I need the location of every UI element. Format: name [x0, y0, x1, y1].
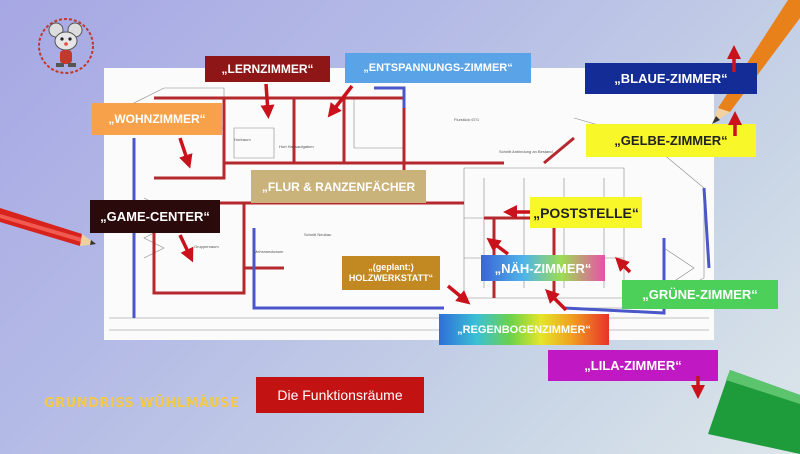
svg-text:Hort Hausaufgaben: Hort Hausaufgaben: [279, 144, 314, 149]
footer-title: Die Funktionsräume: [256, 377, 424, 413]
label-poststelle: „POSTSTELLE“: [530, 197, 642, 228]
label-holzwerkstatt: „(geplant:) HOLZWERKSTATT“: [342, 256, 440, 290]
svg-text:Hortraum: Hortraum: [234, 137, 251, 142]
footer-caption: GRUNDRISS WÜHLMÄUSE: [44, 396, 240, 411]
label-entspannungs-zimmer: „ENTSPANNUNGS-ZIMMER“: [345, 53, 531, 83]
label-lila-zimmer: „LILA-ZIMMER“: [548, 350, 718, 381]
label-regenbogenzimmer: „REGENBOGENZIMMER“: [439, 314, 609, 345]
label-gelbe-zimmer: „GELBE-ZIMMER“: [586, 124, 756, 157]
label-lernzimmer: „LERNZIMMER“: [205, 56, 330, 82]
svg-text:Gruppenraum: Gruppenraum: [194, 244, 219, 249]
svg-text:Flurstück 67/1: Flurstück 67/1: [454, 117, 480, 122]
label-flur-ranzenfaecher: „FLUR & RANZENFÄCHER: [251, 170, 426, 203]
svg-text:Schnitt Neubau: Schnitt Neubau: [304, 232, 331, 237]
label-blaue-zimmer: „BLAUE-ZIMMER“: [585, 63, 757, 94]
svg-text:Schnitt Anbindung an Bestand: Schnitt Anbindung an Bestand: [499, 149, 553, 154]
label-game-center: „GAME-CENTER“: [90, 200, 220, 233]
label-wohnzimmer: „WOHNZIMMER“: [92, 103, 222, 135]
label-gruene-zimmer: „GRÜNE-ZIMMER“: [622, 280, 778, 309]
label-naeh-zimmer: „NÄH-ZIMMER“: [481, 255, 605, 281]
mouse-mascot-icon: [38, 18, 94, 74]
svg-text:Mehrzweckraum: Mehrzweckraum: [254, 249, 284, 254]
label-holzwerkstatt-line1: „(geplant:): [368, 262, 414, 272]
label-holzwerkstatt-line2: HOLZWERKSTATT“: [348, 273, 434, 283]
